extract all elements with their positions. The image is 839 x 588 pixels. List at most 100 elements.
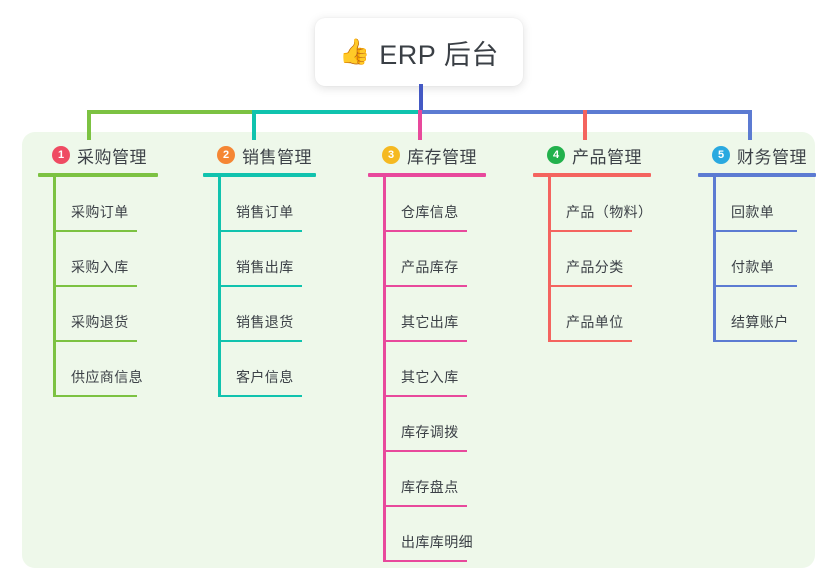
branch-items-5: 回款单付款单结算账户 [698,177,816,342]
root-node-card[interactable]: 👍 ERP 后台 [315,18,523,86]
branch-underline-5 [698,173,816,177]
branch-items-3: 仓库信息产品库存其它出库其它入库库存调拨库存盘点出库库明细 [368,177,486,562]
leaf-node[interactable]: 付款单 [713,232,816,287]
leaf-node-label: 采购入库 [71,259,129,275]
leaf-node[interactable]: 销售订单 [218,177,316,232]
leaf-node-label: 产品库存 [401,259,459,275]
branch-column-2: 2 销售管理销售订单销售出库销售退货客户信息 [203,142,316,397]
leaf-node-label: 仓库信息 [401,204,459,220]
leaf-node[interactable]: 产品库存 [383,232,486,287]
leaf-node-label: 客户信息 [236,369,294,385]
leaf-node-label: 采购退货 [71,314,129,330]
branch-column-1: 1 采购管理采购订单采购入库采购退货供应商信息 [38,142,158,397]
branch-items-1: 采购订单采购入库采购退货供应商信息 [38,177,158,397]
branch-drop-1 [87,110,91,140]
leaf-node-underline [383,340,467,342]
branch-drop-2 [252,110,256,140]
branch-header-2[interactable]: 2 销售管理 [203,142,316,168]
branch-badge-5: 5 [712,146,730,164]
leaf-node[interactable]: 其它入库 [383,342,486,397]
branch-title-4: 产品管理 [572,147,642,167]
leaf-node[interactable]: 库存盘点 [383,452,486,507]
leaf-node-label: 销售退货 [236,314,294,330]
leaf-node[interactable]: 产品单位 [548,287,651,342]
leaf-node[interactable]: 结算账户 [713,287,816,342]
branch-badge-1: 1 [52,146,70,164]
leaf-node[interactable]: 采购订单 [53,177,158,232]
leaf-node-underline [383,230,467,232]
leaf-node-underline [383,285,467,287]
branch-stem-5 [713,177,716,342]
branch-badge-3: 3 [382,146,400,164]
leaf-node-underline [548,285,632,287]
leaf-node[interactable]: 采购入库 [53,232,158,287]
leaf-node-label: 出库库明细 [401,534,473,550]
leaf-node-label: 库存盘点 [401,479,459,495]
branch-header-4[interactable]: 4 产品管理 [533,142,651,168]
leaf-node[interactable]: 出库库明细 [383,507,486,562]
leaf-node-underline [53,230,137,232]
leaf-node-underline [713,230,797,232]
leaf-node-label: 回款单 [731,204,775,220]
branch-items-4: 产品（物料） 产品分类产品单位 [533,177,653,342]
branch-badge-4: 4 [547,146,565,164]
branch-stem-1 [53,177,56,397]
branch-column-4: 4 产品管理产品（物料） 产品分类产品单位 [533,142,653,342]
diagram-panel [22,132,815,568]
leaf-node-label: 采购订单 [71,204,129,220]
leaf-node-label: 产品（物料） [566,204,653,220]
leaf-node-underline [53,395,137,397]
leaf-node-label: 付款单 [731,259,775,275]
leaf-node[interactable]: 仓库信息 [383,177,486,232]
leaf-node[interactable]: 库存调拨 [383,397,486,452]
root-drop-connector [419,84,423,112]
branch-title-3: 库存管理 [407,147,477,167]
leaf-node-label: 销售出库 [236,259,294,275]
leaf-node-underline [218,395,302,397]
leaf-node-label: 销售订单 [236,204,294,220]
leaf-node[interactable]: 产品分类 [548,232,651,287]
branch-drop-3 [418,110,422,140]
leaf-node-label: 产品分类 [566,259,624,275]
leaf-node-underline [548,230,632,232]
root-node-title: ERP 后台 [379,39,499,70]
branch-header-3[interactable]: 3 库存管理 [368,142,486,168]
leaf-node-label: 供应商信息 [71,369,143,385]
branch-title-2: 销售管理 [242,147,312,167]
branch-items-2: 销售订单销售出库销售退货客户信息 [203,177,316,397]
branch-column-3: 3 库存管理仓库信息产品库存其它出库其它入库库存调拨库存盘点出库库明细 [368,142,486,562]
leaf-node-label: 产品单位 [566,314,624,330]
branch-title-5: 财务管理 [737,147,807,167]
leaf-node-underline [53,285,137,287]
leaf-node-label: 库存调拨 [401,424,459,440]
branch-drop-5 [748,110,752,140]
branch-badge-2: 2 [217,146,235,164]
leaf-node-underline [383,505,467,507]
leaf-node[interactable]: 销售退货 [218,287,316,342]
leaf-node-underline [218,340,302,342]
leaf-node-underline [383,560,467,562]
leaf-node[interactable]: 回款单 [713,177,816,232]
branch-column-5: 5 财务管理回款单付款单结算账户 [698,142,816,342]
leaf-node[interactable]: 供应商信息 [53,342,158,397]
branch-underline-4 [533,173,651,177]
leaf-node[interactable]: 采购退货 [53,287,158,342]
thumbs-up-icon: 👍 [339,37,371,66]
leaf-node-underline [548,340,632,342]
leaf-node[interactable]: 客户信息 [218,342,316,397]
leaf-node-label: 结算账户 [731,314,789,330]
bus-segment-1 [87,110,254,114]
leaf-node-underline [383,395,467,397]
branch-underline-1 [38,173,158,177]
leaf-node-underline [53,340,137,342]
branch-stem-4 [548,177,551,342]
leaf-node-label: 其它出库 [401,314,459,330]
branch-title-1: 采购管理 [77,147,147,167]
leaf-node[interactable]: 其它出库 [383,287,486,342]
branch-header-5[interactable]: 5 财务管理 [698,142,816,168]
branch-header-1[interactable]: 1 采购管理 [38,142,158,168]
leaf-node[interactable]: 销售出库 [218,232,316,287]
leaf-node[interactable]: 产品（物料） [548,177,653,232]
leaf-node-underline [713,285,797,287]
